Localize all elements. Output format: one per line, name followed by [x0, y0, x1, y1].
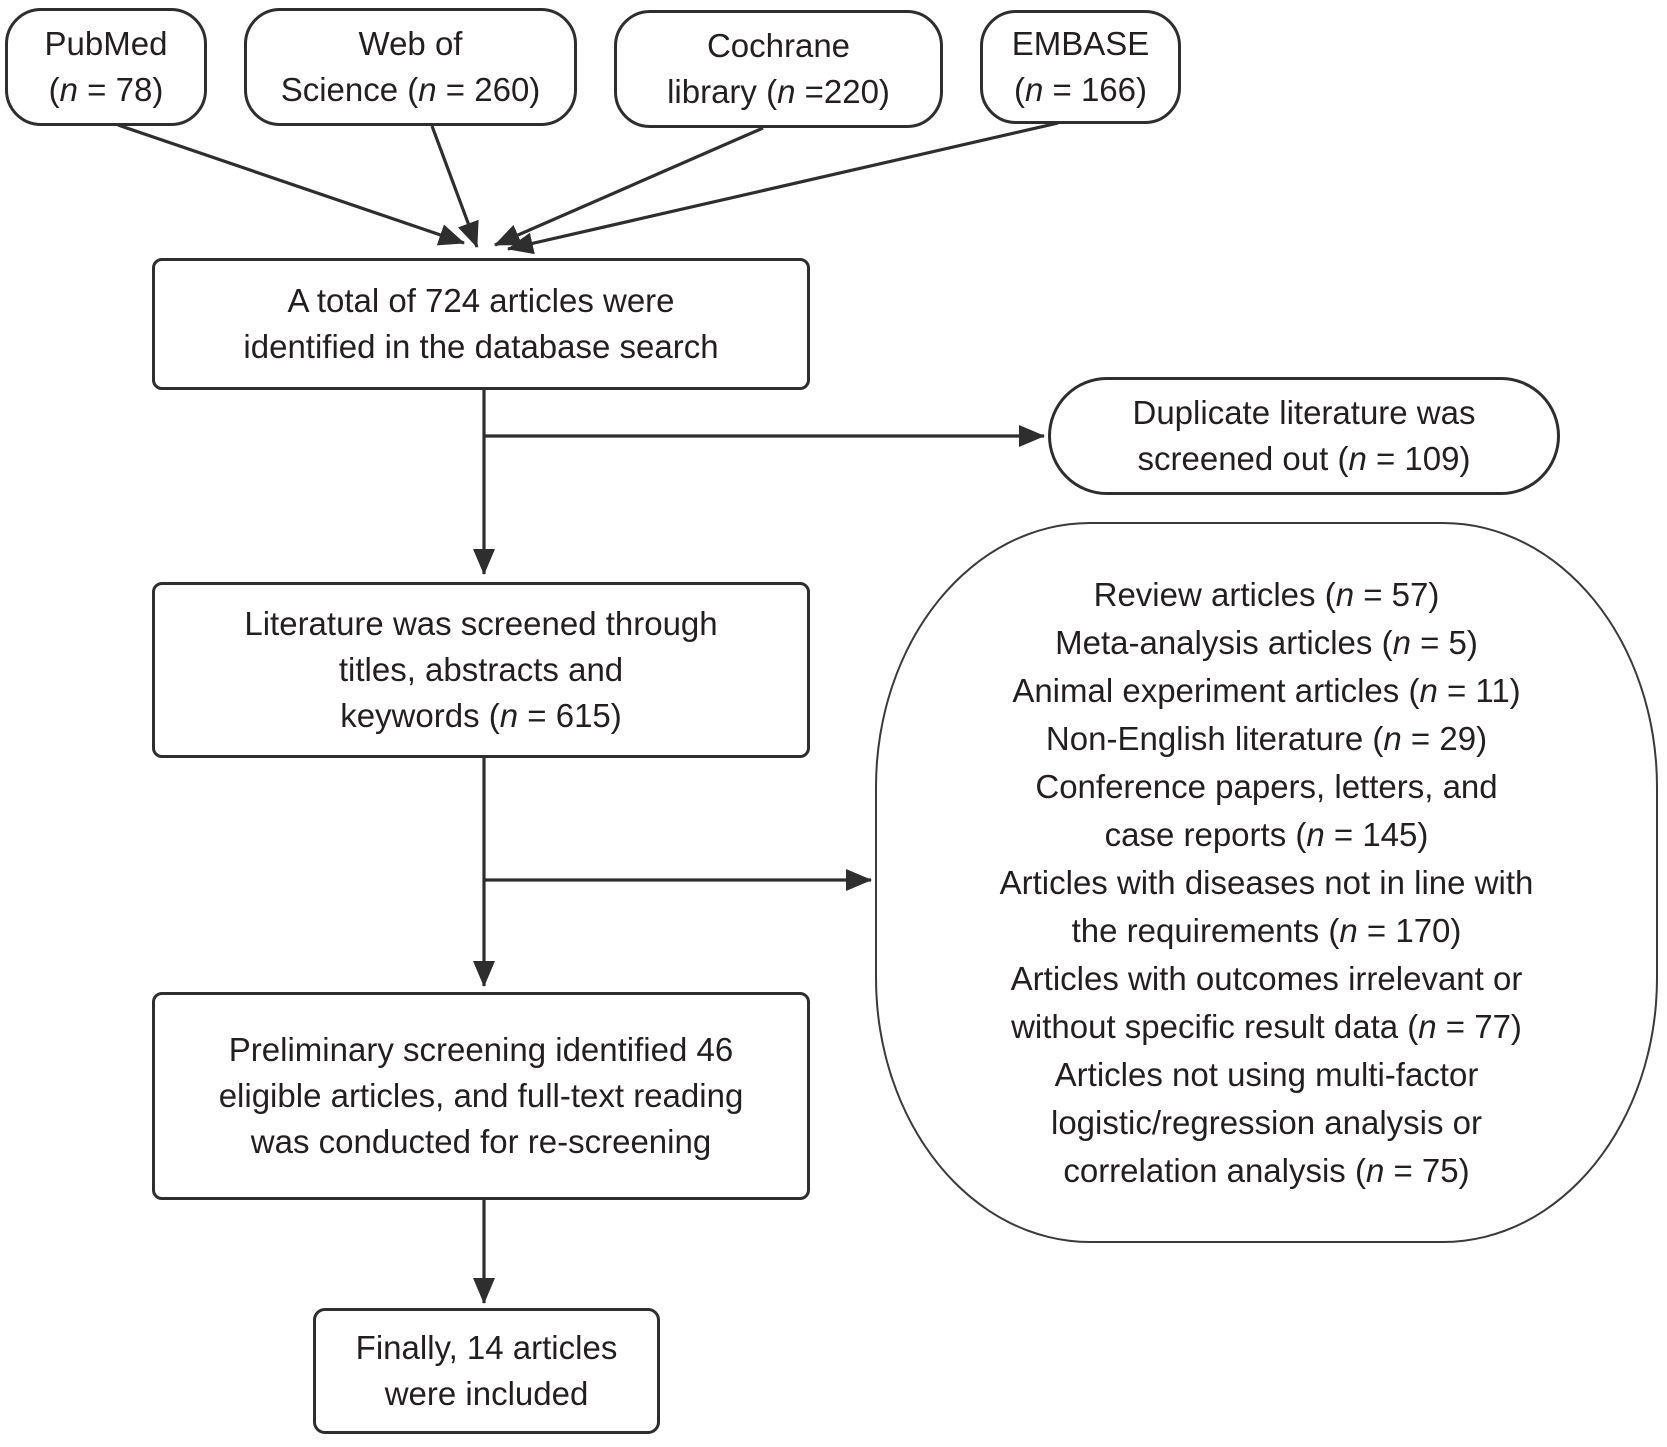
exclusion-reason-no-regression-line-2: logistic/regression analysis or — [1050, 1103, 1482, 1141]
identified-articles-box: A total of 724 articles were identified … — [152, 258, 810, 390]
source-box-embase-line-1: EMBASE — [1011, 25, 1150, 62]
exclusion-reason-animal-experiment: Animal experiment articles (n = 11) — [1012, 671, 1521, 709]
exclusion-reason-meta-analysis: Meta-analysis articles (n = 5) — [1055, 623, 1478, 661]
title-abstract-screening-box: Literature was screened through titles, … — [152, 582, 810, 758]
source-box-web-of-science: Web of Science (n = 260) — [244, 8, 577, 126]
exclusion-reason-review-articles: Review articles (n = 57) — [1093, 575, 1440, 613]
fulltext-rescreening-box: Preliminary screening identified 46 elig… — [152, 992, 810, 1200]
source-box-embase-line-2: (n = 166) — [1013, 71, 1148, 108]
included-articles-box: Finally, 14 articles were included — [313, 1308, 660, 1434]
source-box-web-of-science-line-2: Science (n = 260) — [280, 71, 541, 108]
source-box-pubmed: PubMed (n = 78) — [5, 8, 207, 126]
exclusion-reason-no-regression-line-1: Articles not using multi-factor — [1054, 1055, 1479, 1093]
source-box-pubmed-line-2: (n = 78) — [48, 71, 164, 108]
exclusion-reason-diseases-line-1: Articles with diseases not in line with — [999, 863, 1534, 901]
source-box-cochrane-library: Cochrane library (n =220) — [614, 10, 943, 128]
arrow-pubmed-to-identified — [117, 123, 465, 246]
fulltext-rescreening-line-2: eligible articles, and full-text reading — [218, 1077, 744, 1114]
title-abstract-screening-line-3: keywords (n = 615) — [340, 697, 622, 734]
exclusion-reason-diseases-line-2: the requirements (n = 170) — [1071, 911, 1462, 949]
exclusion-reason-no-regression-line-3: correlation analysis (n = 75) — [1063, 1151, 1470, 1189]
exclusion-reason-conference-line-1: Conference papers, letters, and — [1035, 767, 1498, 805]
arrow-cochrane-to-identified — [494, 126, 764, 247]
fulltext-rescreening-line-3: was conducted for re-screening — [250, 1123, 712, 1160]
included-articles-line-1: Finally, 14 articles — [355, 1329, 618, 1366]
source-box-cochrane-library-line-1: Cochrane — [706, 27, 851, 64]
duplicates-removed-line-2: screened out (n = 109) — [1137, 440, 1471, 477]
exclusion-reasons-box: Review articles (n = 57) Meta-analysis a… — [875, 522, 1658, 1243]
identified-articles-line-2: identified in the database search — [243, 328, 719, 365]
identified-articles-line-1: A total of 724 articles were — [287, 282, 675, 319]
exclusion-reason-non-english: Non-English literature (n = 29) — [1045, 719, 1488, 757]
included-articles-line-2: were included — [384, 1375, 589, 1412]
exclusion-reason-outcomes-line-2: without specific result data (n = 77) — [1011, 1007, 1522, 1045]
arrow-embase-to-identified — [507, 121, 1059, 255]
exclusion-reason-outcomes-line-1: Articles with outcomes irrelevant or — [1010, 959, 1523, 997]
source-box-web-of-science-line-1: Web of — [358, 25, 463, 62]
source-box-pubmed-line-1: PubMed — [44, 25, 168, 62]
source-box-cochrane-library-line-2: library (n =220) — [667, 73, 890, 110]
title-abstract-screening-line-1: Literature was screened through — [244, 605, 718, 642]
title-abstract-screening-line-2: titles, abstracts and — [338, 651, 624, 688]
duplicates-removed-box: Duplicate literature was screened out (n… — [1048, 377, 1560, 495]
arrow-wos-to-identified — [430, 125, 479, 248]
source-box-embase: EMBASE (n = 166) — [980, 10, 1181, 124]
exclusion-reason-conference-line-2: case reports (n = 145) — [1104, 815, 1429, 853]
duplicates-removed-line-1: Duplicate literature was — [1132, 394, 1476, 431]
fulltext-rescreening-line-1: Preliminary screening identified 46 — [228, 1031, 734, 1068]
